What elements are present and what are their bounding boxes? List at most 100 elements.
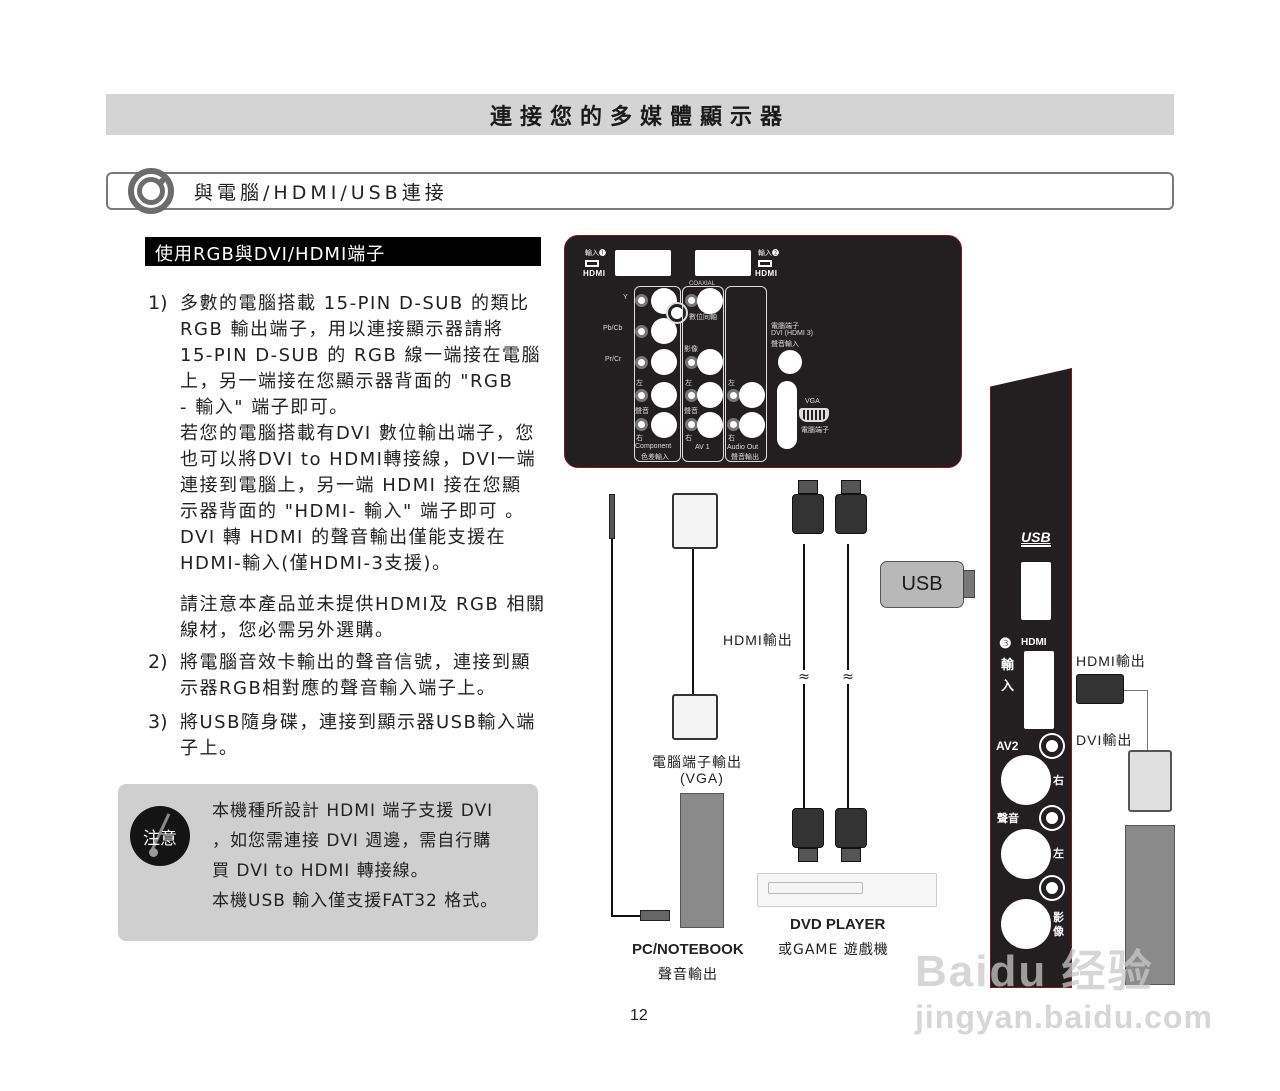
jack-component-audio-left[interactable]	[651, 382, 677, 408]
step-3-text: 將USB隨身碟，連接到顯示器USB輸入端 子上。	[180, 710, 560, 762]
jack-indicator	[685, 294, 698, 307]
vga-cn-label: 電腦端子	[801, 427, 829, 434]
usb-logo: USB	[1021, 529, 1051, 545]
hdmi-2-port[interactable]	[695, 250, 751, 276]
hdmi-input-1-label: 輸入❶	[585, 250, 606, 257]
section-header: 與電腦/HDMI/USB連接	[106, 168, 1174, 214]
pc-tower-icon	[1125, 825, 1175, 985]
hdmi-logo: HDMI	[583, 269, 606, 278]
subheading: 使用RGB與DVI/HDMI端子	[145, 237, 541, 266]
coaxial-jack[interactable]	[668, 304, 686, 322]
vga-out-label: 電腦端子輸出	[652, 755, 742, 771]
cable-break-icon: ≈	[840, 670, 856, 684]
pc-tower-icon	[680, 793, 724, 928]
audio-out-group	[725, 286, 767, 462]
jack-pr[interactable]	[651, 349, 677, 375]
audio-plug-icon	[640, 910, 670, 921]
text-line: 15-PIN D-SUB 的 RGB 線一端接在電腦	[180, 345, 542, 366]
target-icon	[128, 168, 174, 214]
dvd-sub-label: 或GAME 遊戲機	[778, 942, 889, 958]
text-line: 子上。	[180, 738, 239, 759]
note-line: 本機種所設計 HDMI 端子支援 DVI	[212, 801, 494, 821]
step-number-2: 2)	[148, 651, 168, 673]
rear-panel: 輸入❶ HDMI 輸入❷ HDMI Y Pb/Cb Pr/Cr 左 聲音 右 C…	[564, 235, 962, 468]
audio-out-cn-label: 聲音輸出	[731, 454, 759, 461]
pb-label: Pb/Cb	[603, 325, 623, 332]
jack-audio-out-right[interactable]	[739, 412, 765, 438]
component-cn-label: 色差輸入	[641, 454, 669, 461]
usb-port[interactable]	[1021, 562, 1051, 620]
jack-indicator	[727, 418, 740, 431]
jack-indicator	[727, 389, 740, 402]
watermark-brand: Baidu 经验	[915, 947, 1154, 996]
jack-av1-audio-left[interactable]	[697, 382, 723, 408]
hdmi-logo: HDMI	[755, 269, 778, 278]
note-line: 買 DVI to HDMI 轉接線。	[212, 861, 429, 881]
component-label: Component	[635, 443, 672, 450]
step-2-text: 將電腦音效卡輸出的聲音信號，連接到顯 示器RGB相對應的聲音輸入端子上。	[180, 650, 560, 702]
video-label: 影	[1053, 912, 1064, 924]
indicator-jack	[1041, 807, 1063, 829]
input-label: 輸	[1001, 657, 1015, 672]
text-line: 示器背面的 "HDMI- 輸入" 端子即可 。	[180, 501, 525, 522]
page-title: 連接您的多媒體顯示器	[489, 104, 790, 130]
step-number-1: 1)	[148, 292, 168, 314]
vga-port-outline	[777, 381, 797, 449]
usb-symbol-icon	[1021, 545, 1051, 547]
vga-connector-icon	[672, 493, 718, 549]
video-label: 像	[1053, 926, 1064, 938]
video-label: 影像	[684, 346, 698, 353]
right-label: 右	[636, 435, 643, 442]
audio-cable-end	[611, 915, 641, 917]
text-line: 請注意本產品並未提供HDMI及 RGB 相關	[180, 594, 546, 615]
text-line: 連接到電腦上，另一端 HDMI 接在您顯	[180, 475, 522, 496]
y-label: Y	[623, 294, 628, 301]
av2-video-jack[interactable]	[1001, 899, 1051, 949]
note-line: ，如您需連接 DVI 週邊，需自行購	[212, 831, 492, 851]
vga-label: VGA	[805, 398, 820, 405]
watermark: Baidu 经验 jingyan.baidu.com	[915, 935, 1213, 1036]
jack-pc-audio-in[interactable]	[778, 350, 802, 374]
hdmi-plug-icon	[792, 480, 824, 534]
av2-audio-right-jack[interactable]	[1001, 755, 1051, 805]
hdmi-plug-icon	[1076, 674, 1124, 704]
av2-audio-left-jack[interactable]	[1001, 829, 1051, 879]
note-text: 本機種所設計 HDMI 端子支援 DVI ，如您需連接 DVI 週邊，需自行購 …	[212, 796, 498, 916]
text-line: - 輸入" 端子即可。	[180, 397, 349, 418]
left-label: 左	[1053, 848, 1064, 860]
text-line: 線材，您必需另外選購。	[180, 620, 395, 641]
jack-av1-video[interactable]	[697, 349, 723, 375]
jack-coaxial[interactable]	[697, 288, 723, 314]
right-label: 右	[728, 435, 735, 442]
text-line: DVI 轉 HDMI 的聲音輸出僅能支援在	[180, 527, 507, 548]
vga-port[interactable]	[799, 408, 829, 422]
hdmi-out-label: HDMI輸出	[723, 632, 793, 648]
hdmi-1-port[interactable]	[615, 250, 671, 276]
left-label: 左	[728, 380, 735, 387]
hdmi-3-port[interactable]	[1024, 651, 1054, 729]
audio-out-label: Audio Out	[727, 444, 759, 451]
cable-break-icon: ≈	[796, 670, 812, 684]
input-label: 入	[1001, 678, 1015, 693]
av1-group	[682, 286, 724, 462]
hdmi-plug-icon	[835, 480, 867, 534]
note-box: 注意 本機種所設計 HDMI 端子支援 DVI ，如您需連接 DVI 週邊，需自…	[118, 784, 538, 941]
jack-indicator	[635, 389, 648, 402]
page-number: 12	[630, 1007, 648, 1024]
jack-pb[interactable]	[651, 318, 677, 344]
right-label: 右	[1053, 775, 1064, 787]
jack-av1-audio-right[interactable]	[697, 412, 723, 438]
jack-component-audio-right[interactable]	[651, 412, 677, 438]
audio-cable	[611, 539, 613, 917]
usb-stick-icon: USB	[880, 561, 964, 608]
dvd-label: DVD PLAYER	[790, 916, 886, 933]
pc-audio-label: DVI (HDMI 3)	[771, 330, 813, 337]
right-label: 右	[685, 435, 692, 442]
audio-label: 聲音	[997, 813, 1019, 825]
jack-y-indicator	[635, 294, 648, 307]
hdmi-port-icon	[585, 260, 599, 267]
text-line: 將電腦音效卡輸出的聲音信號，連接到顯	[180, 652, 531, 673]
hdmi-plug-icon	[792, 808, 824, 862]
jack-audio-out-left[interactable]	[739, 382, 765, 408]
usb-plug-icon	[963, 570, 975, 598]
